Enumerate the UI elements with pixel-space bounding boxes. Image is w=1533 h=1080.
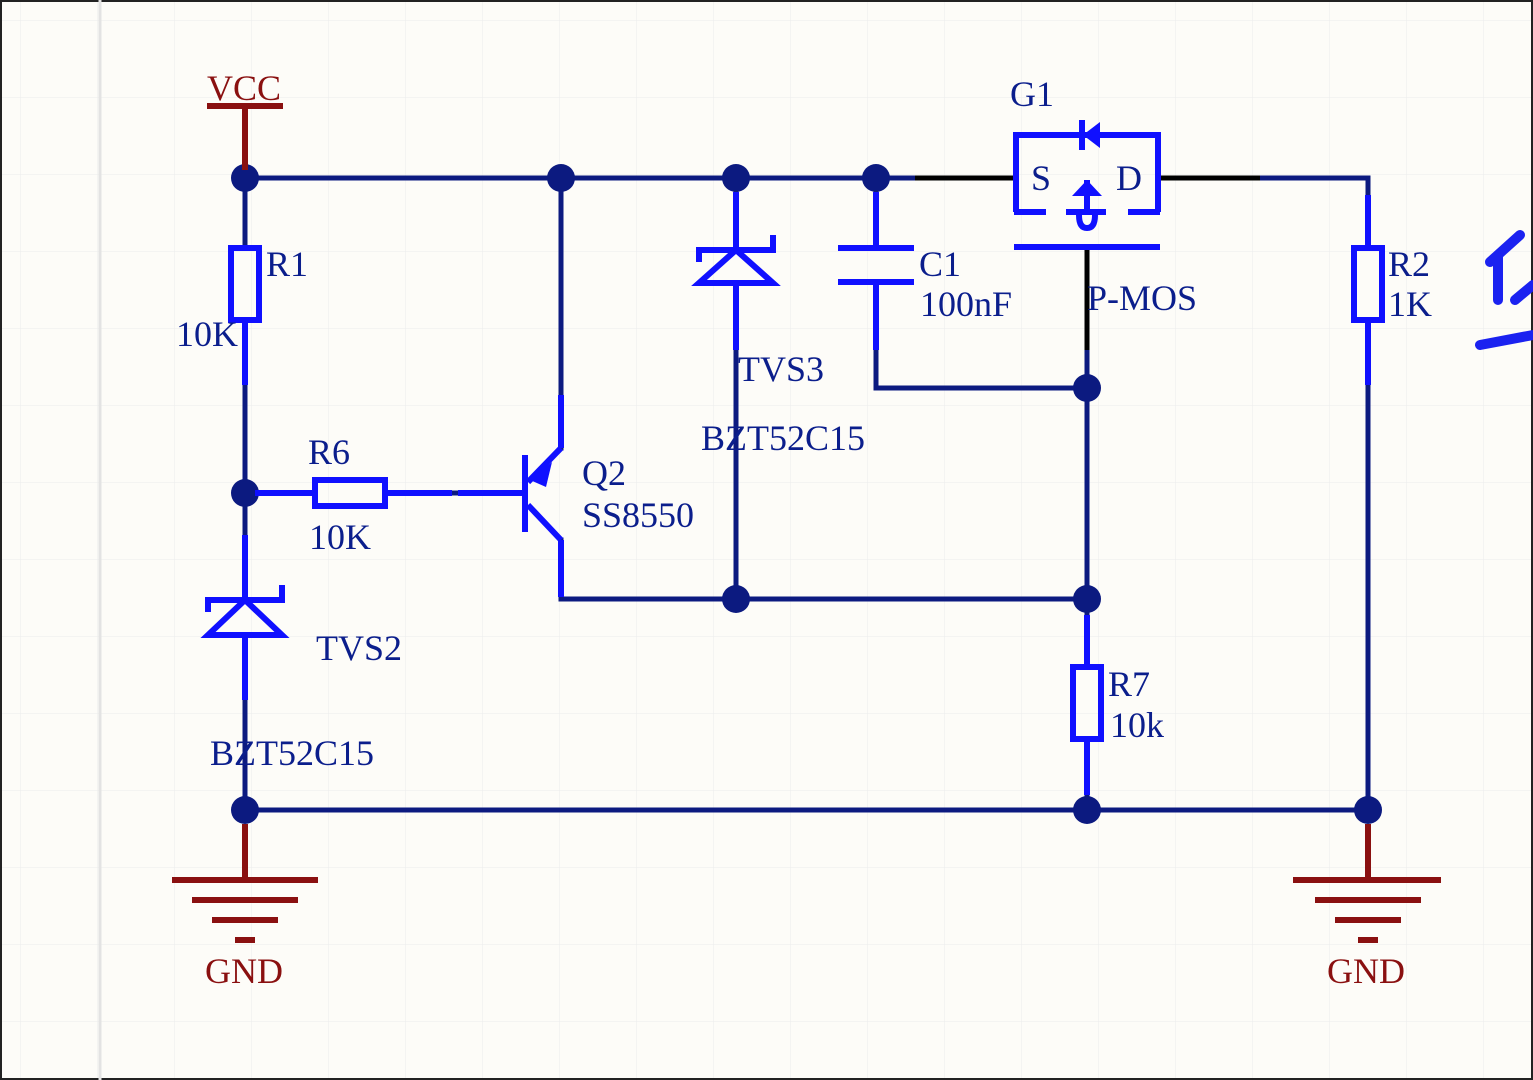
q2-ref: Q2 <box>582 453 626 493</box>
vcc-label: VCC <box>207 68 281 108</box>
c1-ref: C1 <box>919 244 961 284</box>
junction-node <box>547 164 575 192</box>
transistor-q2[interactable]: Q2 SS8550 <box>458 395 694 597</box>
r1-ref: R1 <box>266 244 308 284</box>
junction-node <box>722 585 750 613</box>
r7-ref: R7 <box>1108 664 1150 704</box>
resistor-r6[interactable]: R6 10K <box>255 432 452 557</box>
gnd-symbol-right[interactable]: GND <box>1293 824 1441 991</box>
g1-ref: G1 <box>1010 74 1054 114</box>
zener-tvs3[interactable]: TVS3 BZT52C15 <box>691 192 865 458</box>
capacitor-c1[interactable]: C1 100nF <box>838 192 1012 350</box>
junction-node <box>1354 796 1382 824</box>
r6-ref: R6 <box>308 432 350 472</box>
junction-node <box>722 164 750 192</box>
junctions <box>231 164 1382 824</box>
junction-node <box>231 796 259 824</box>
junction-node <box>231 479 259 507</box>
g1-value: P-MOS <box>1087 278 1197 318</box>
cropped-glyph-fragment <box>1475 230 1533 350</box>
q2-value: SS8550 <box>582 495 694 535</box>
junction-node <box>1073 585 1101 613</box>
junction-node <box>1073 796 1101 824</box>
tvs2-value: BZT52C15 <box>210 733 374 773</box>
resistor-r7[interactable]: R7 10k <box>1070 615 1164 795</box>
gnd-symbol-left[interactable]: GND <box>172 824 318 991</box>
g1-pin-s: S <box>1031 158 1051 198</box>
tvs3-ref: TVS3 <box>738 349 824 389</box>
vcc-symbol[interactable]: VCC <box>207 68 283 170</box>
tvs3-value: BZT52C15 <box>701 418 865 458</box>
r2-ref: R2 <box>1388 244 1430 284</box>
junction-node <box>1073 374 1101 402</box>
zener-tvs2[interactable]: TVS2 BZT52C15 <box>200 535 402 773</box>
junction-node <box>862 164 890 192</box>
r1-value: 10K <box>176 314 238 354</box>
tvs2-ref: TVS2 <box>316 628 402 668</box>
c1-value: 100nF <box>920 284 1012 324</box>
g1-pin-d: D <box>1116 158 1142 198</box>
gnd-label-right: GND <box>1327 951 1405 991</box>
r7-value: 10k <box>1110 705 1164 745</box>
r6-value: 10K <box>309 517 371 557</box>
junction-node <box>231 164 259 192</box>
resistor-r2[interactable]: R2 1K <box>1351 195 1432 385</box>
resistor-r1[interactable]: R1 10K <box>176 244 308 385</box>
mosfet-g1[interactable]: S D G1 P-MOS <box>915 74 1260 350</box>
gnd-label-left: GND <box>205 951 283 991</box>
r2-value: 1K <box>1388 284 1432 324</box>
